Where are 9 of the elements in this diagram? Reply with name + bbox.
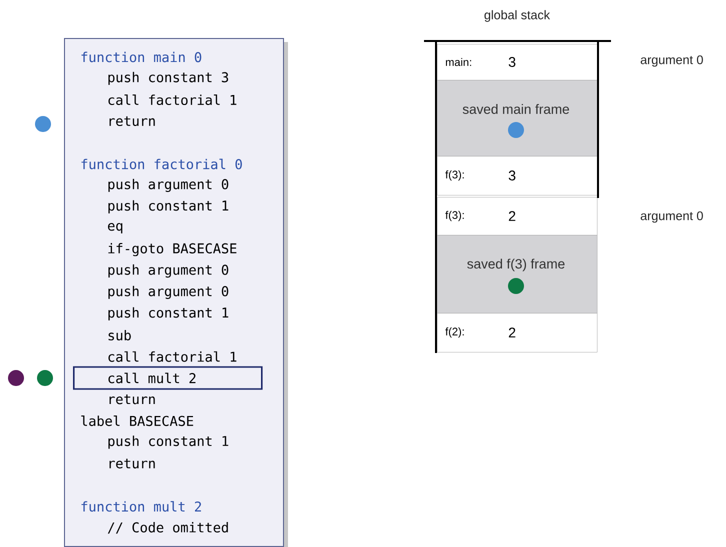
stack-cell: saved f(3) frame [437,235,598,314]
side-label: argument 0 [640,211,703,223]
stack-cell: f(3): 2 [437,197,598,236]
stack-title: global stack [484,10,550,22]
stack-cell: f(3): 3 [437,156,598,196]
stack-cell: saved main frame [437,80,598,156]
side-label: argument 0 [640,55,703,67]
stack-cell: main: 3 [437,44,598,80]
stack-cell: f(2): 2 [437,313,598,352]
